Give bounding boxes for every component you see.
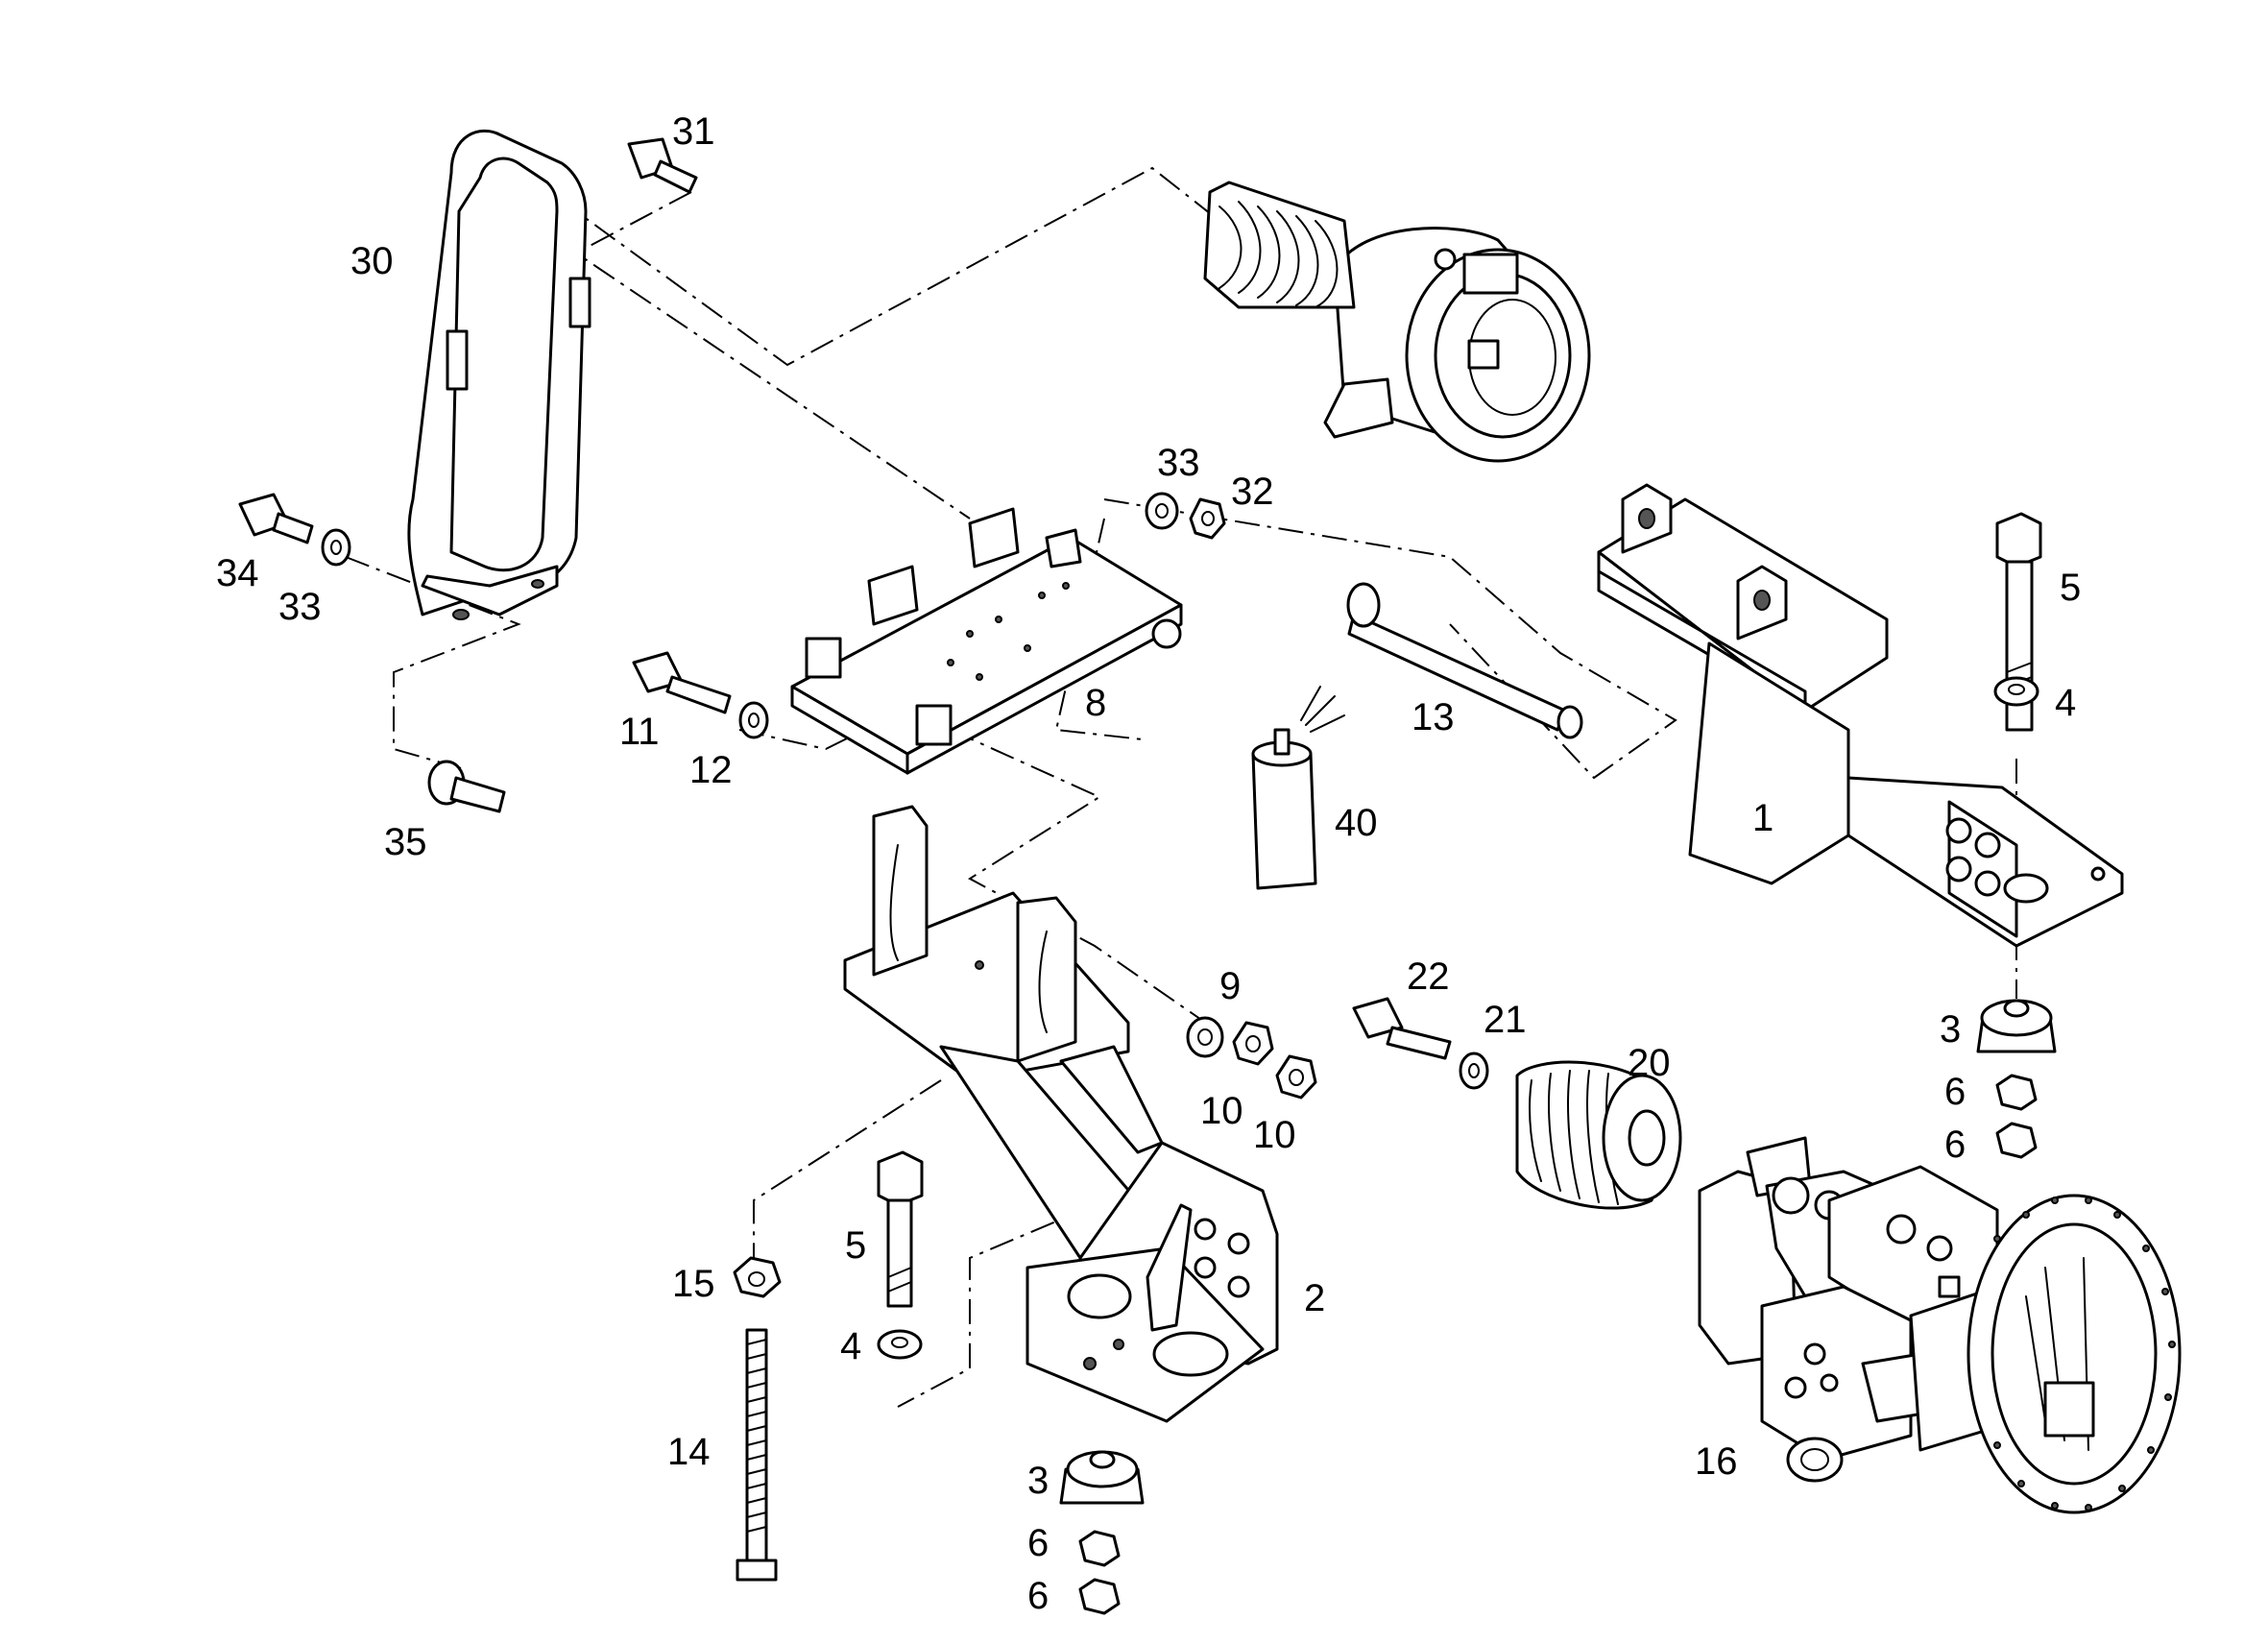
label-35: 35 bbox=[384, 821, 427, 863]
label-15: 15 bbox=[672, 1263, 715, 1305]
label-22: 22 bbox=[1407, 955, 1450, 998]
washer-21 bbox=[1459, 1052, 1489, 1090]
label-32: 32 bbox=[1231, 471, 1274, 513]
mounting-plate bbox=[790, 507, 1183, 775]
label-4-left: 4 bbox=[840, 1325, 861, 1367]
washer-33-left bbox=[321, 528, 351, 567]
washer-4-right bbox=[1993, 676, 2039, 707]
nut-32 bbox=[1189, 497, 1226, 540]
label-33-left: 33 bbox=[278, 586, 322, 628]
filter-strap-bracket bbox=[407, 129, 591, 620]
label-6-right-a: 6 bbox=[1944, 1071, 1966, 1113]
label-8: 8 bbox=[1085, 682, 1106, 724]
nut-10-a bbox=[1232, 1021, 1274, 1066]
washer-33-right bbox=[1145, 492, 1179, 530]
mounting-bracket-lower-left bbox=[843, 805, 1279, 1423]
label-5-right: 5 bbox=[2060, 567, 2081, 609]
label-11: 11 bbox=[619, 711, 660, 753]
label-33-right: 33 bbox=[1157, 442, 1200, 484]
bolt-35 bbox=[427, 760, 506, 813]
mounting-bracket-upper-right bbox=[1597, 483, 2124, 948]
label-21: 21 bbox=[1484, 999, 1527, 1041]
hydraulic-pump bbox=[1698, 1136, 2182, 1514]
label-40: 40 bbox=[1335, 802, 1378, 844]
label-10-a: 10 bbox=[1200, 1090, 1243, 1132]
label-31: 31 bbox=[672, 110, 715, 153]
label-3-right: 3 bbox=[1940, 1008, 1961, 1051]
label-3-left: 3 bbox=[1027, 1460, 1049, 1502]
label-34: 34 bbox=[216, 552, 259, 594]
label-13: 13 bbox=[1411, 696, 1455, 738]
rubber-mount-3-left bbox=[1059, 1450, 1145, 1505]
label-5-left: 5 bbox=[845, 1224, 866, 1267]
label-12: 12 bbox=[689, 749, 733, 791]
nut-6-right-a bbox=[1995, 1074, 2038, 1111]
label-9: 9 bbox=[1219, 965, 1241, 1007]
bolt-34 bbox=[238, 493, 314, 544]
label-30: 30 bbox=[350, 240, 394, 282]
bolt-31 bbox=[627, 137, 698, 194]
label-1: 1 bbox=[1752, 797, 1773, 839]
air-filter bbox=[1203, 181, 1591, 463]
pin-shaft bbox=[1346, 582, 1583, 739]
bolt-5-left bbox=[877, 1150, 924, 1308]
spray-can bbox=[1251, 686, 1345, 890]
nut-6-left-b bbox=[1078, 1578, 1121, 1615]
rubber-mount-3-right bbox=[1976, 999, 2057, 1053]
washer-12 bbox=[738, 701, 769, 739]
nut-6-left-a bbox=[1078, 1530, 1121, 1567]
assembly-leader-lines bbox=[345, 166, 2017, 1408]
nut-10-b bbox=[1275, 1054, 1317, 1100]
nut-6-right-b bbox=[1995, 1122, 2038, 1159]
label-6-right-b: 6 bbox=[1944, 1124, 1966, 1166]
label-4-right: 4 bbox=[2055, 682, 2076, 724]
coupling-element bbox=[1515, 1060, 1682, 1210]
threaded-rod-14 bbox=[736, 1328, 778, 1582]
part-labels: 31 30 34 33 35 11 12 8 33 32 13 40 1 5 4… bbox=[216, 110, 2081, 1617]
washer-4-left bbox=[877, 1329, 923, 1360]
washer-9 bbox=[1186, 1016, 1224, 1058]
label-10-b: 10 bbox=[1253, 1114, 1296, 1156]
bolt-22 bbox=[1352, 997, 1452, 1060]
label-16: 16 bbox=[1695, 1440, 1738, 1483]
label-14: 14 bbox=[667, 1431, 711, 1473]
label-6-left-a: 6 bbox=[1027, 1522, 1049, 1564]
nut-15 bbox=[733, 1256, 782, 1298]
bolt-11 bbox=[632, 651, 732, 714]
label-20: 20 bbox=[1628, 1042, 1671, 1084]
label-6-left-b: 6 bbox=[1027, 1575, 1049, 1617]
label-2: 2 bbox=[1304, 1277, 1325, 1319]
